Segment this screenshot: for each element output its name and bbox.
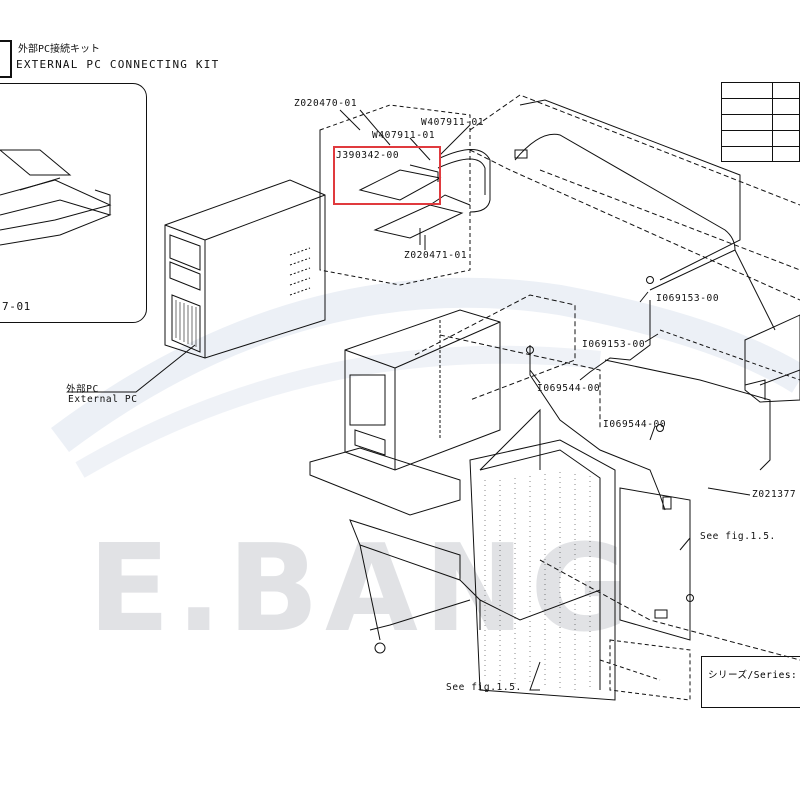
part-label-i069544-b: I069544-00 (603, 419, 667, 430)
part-label-z020470: Z020470-01 (294, 98, 358, 109)
inset-part-number: 7-01 (2, 300, 31, 313)
callout-external-pc-jp: 外部PC (66, 384, 99, 395)
title-english: EXTERNAL PC CONNECTING KIT (16, 58, 220, 71)
part-label-i069153-b: I069153-00 (582, 339, 646, 350)
series-label: シリーズ/Series: (708, 670, 798, 681)
part-label-w407911-b: W407911-01 (372, 130, 436, 141)
watermark-text: E.BANG (88, 520, 635, 659)
highlight-box (333, 146, 441, 205)
callout-see-fig-bottom: See fig.1.5. (446, 682, 522, 693)
callout-external-pc-en: External PC (68, 394, 138, 405)
part-label-z020471: Z020471-01 (404, 250, 468, 261)
part-label-i069544-a: I069544-00 (537, 383, 601, 394)
title-box (0, 40, 12, 78)
title-japanese: 外部PC接続キット (18, 44, 101, 55)
part-label-z021377: Z021377 (752, 489, 797, 500)
callout-see-fig-right: See fig.1.5. (700, 531, 776, 542)
series-box: シリーズ/Series: (701, 656, 800, 708)
spec-table (721, 82, 800, 162)
part-label-j390342: J390342-00 (336, 150, 400, 161)
part-label-w407911-a: W407911-01 (421, 117, 485, 128)
part-label-i069153-a: I069153-00 (656, 293, 720, 304)
inset-frame (0, 83, 147, 323)
